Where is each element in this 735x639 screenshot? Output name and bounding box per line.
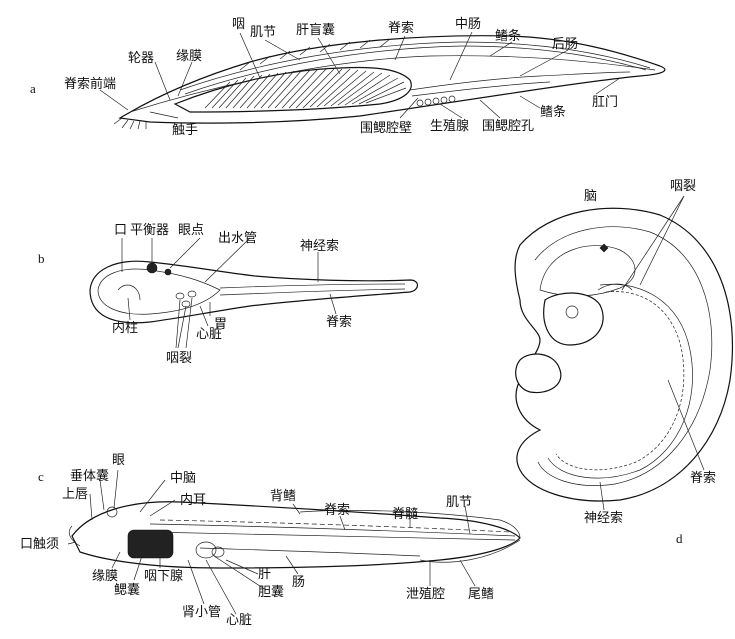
label-gill-slits-b: 咽裂 (166, 351, 193, 366)
panel-d-leaders (599, 195, 705, 511)
panel-a-tag: a (30, 81, 36, 96)
label-nerve-cord-b: 神经索 (300, 239, 340, 254)
label-brain: 脑 (584, 189, 598, 204)
panel-d-drawing (514, 195, 733, 511)
panel-b-leaders (121, 237, 337, 349)
label-excurrent-siphon: 出水管 (218, 231, 258, 246)
label-oral-barbels: 口触须 (20, 537, 60, 552)
label-caudal-fin: 尾鳍 (468, 587, 495, 602)
label-spinal-cord: 脊髓 (392, 507, 419, 522)
label-fin-ray-bottom: 鳍条 (540, 105, 567, 120)
label-notochord-anterior: 脊索前端 (64, 77, 117, 92)
label-notochord: 脊索 (388, 21, 415, 36)
label-subpharyngeal-gland: 咽下腺 (144, 569, 184, 584)
label-pharynx: 咽 (232, 17, 246, 32)
panel-d-tag: d (676, 531, 683, 546)
label-myomere: 肌节 (250, 25, 277, 40)
label-stomach: 胃 (214, 317, 228, 332)
panel-b-tag: b (38, 251, 45, 266)
label-eye: 眼 (112, 453, 126, 468)
label-gill-pouch: 鳃囊 (114, 583, 141, 598)
label-endostyle: 内柱 (112, 321, 139, 336)
label-velum: 缘膜 (176, 49, 203, 64)
panel-a-leaders (99, 31, 621, 119)
label-liver: 肝 (258, 567, 272, 582)
label-nerve-cord-d: 神经索 (584, 511, 624, 526)
label-tentacles: 触手 (172, 123, 199, 138)
label-anus: 肛门 (592, 95, 619, 110)
label-hepatic-caecum: 肝盲囊 (296, 23, 336, 38)
label-gallbladder: 胆囊 (258, 585, 285, 600)
panel-c-tag: c (38, 469, 44, 484)
dorsal-myomeres (239, 38, 391, 71)
label-statocyst: 平衡器 (130, 223, 170, 238)
label-wheel-organ: 轮器 (128, 51, 155, 66)
label-upper-lip: 上唇 (62, 487, 89, 502)
panel-c-leaders (67, 469, 476, 615)
label-myomere-c: 肌节 (446, 495, 473, 510)
label-nephridia: 肾小管 (182, 605, 222, 620)
label-velum-c: 缘膜 (92, 569, 119, 584)
label-gonad: 生殖腺 (430, 119, 470, 134)
label-midbrain: 中脑 (170, 471, 197, 486)
label-atrial-wall: 围鳃腔壁 (360, 121, 413, 136)
label-fin-ray-top: 鳍条 (495, 29, 522, 44)
label-heart-b: 心脏 (196, 327, 223, 342)
panel-c-drawing (67, 469, 521, 615)
label-notochord-b: 脊索 (326, 315, 353, 330)
label-intestine: 肠 (292, 575, 306, 590)
label-inner-ear: 内耳 (180, 493, 207, 508)
label-heart-c: 心脏 (226, 613, 253, 628)
label-cloaca: 泄殖腔 (406, 587, 446, 602)
label-notochord-c: 脊索 (324, 503, 351, 518)
panel-b-drawing (89, 237, 419, 349)
label-dorsal-fin: 背鳍 (270, 489, 297, 504)
label-atriopore: 围鳃腔孔 (482, 119, 535, 134)
label-gill-slits-d: 咽裂 (670, 179, 697, 194)
panel-a-drawing (99, 31, 666, 130)
label-notochord-d: 脊索 (690, 471, 717, 486)
label-midgut: 中肠 (455, 17, 482, 32)
label-hindgut: 后肠 (552, 37, 579, 52)
label-pituitary-sac: 垂体囊 (70, 469, 110, 484)
label-mouth: 口 (114, 223, 128, 238)
pharynx-gill-bars (204, 68, 407, 109)
gonad-dots (416, 95, 456, 107)
label-eyespot: 眼点 (178, 223, 205, 238)
